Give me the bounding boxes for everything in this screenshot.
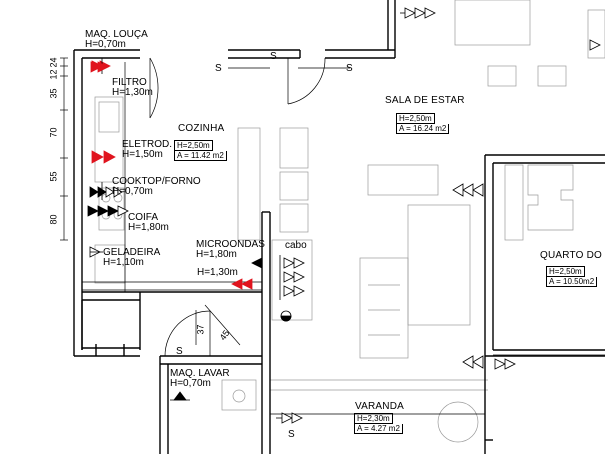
room-name-quarto: QUARTO DO I <box>540 250 605 261</box>
bedroom-decor <box>527 164 574 231</box>
outlet-bedroom <box>494 358 516 370</box>
label-cooktop: COOKTOP/FORNO H=0,70m <box>112 176 201 197</box>
room-height-varanda: H=2,30m <box>354 413 393 424</box>
outlet-varanda <box>276 412 303 424</box>
kitchen-island <box>237 127 261 241</box>
outlet-maq-lavar <box>170 391 190 401</box>
label-coifa: COIFA H=1,80m <box>128 212 169 233</box>
room-area-quarto: A = 10.50m2 <box>546 277 598 287</box>
dining-table <box>454 0 531 46</box>
outlet-red-130 <box>231 278 253 290</box>
door-swing <box>287 57 326 105</box>
label-maq-louca: MAQ. LOUÇA H=0,70m <box>85 29 148 50</box>
bar-stool <box>279 203 309 233</box>
label-height-130: H=1,30m <box>197 267 238 278</box>
door-swing <box>164 310 211 357</box>
door-swing <box>149 57 159 119</box>
outlet-microondas <box>251 252 263 273</box>
switch-symbol: S <box>176 346 183 357</box>
outlet-bedroom-right <box>589 39 601 51</box>
outlet-sala-lower <box>462 355 484 369</box>
dimension-12: 12 <box>48 69 59 80</box>
outlet-eletrod <box>91 150 116 164</box>
switch-symbol: S <box>270 51 277 62</box>
coffee-table <box>359 257 409 359</box>
switch-symbol: S <box>346 63 353 74</box>
dimension-37: 37 <box>195 324 206 335</box>
room-name-varanda: VARANDA <box>355 401 405 412</box>
dimension-55: 55 <box>48 171 59 182</box>
room-area-cozinha: A = 11.42 m2 <box>174 151 227 161</box>
switch-symbol: S <box>215 63 222 74</box>
tv-unit <box>367 164 439 196</box>
room-height-quarto: H=2,50m <box>546 266 585 277</box>
balcony-table <box>437 401 479 443</box>
label-maq-lavar: MAQ. LAVAR H=0,70m <box>170 368 230 389</box>
laundry-drain <box>232 389 246 403</box>
room-height-sala: H=2,50m <box>396 113 435 124</box>
sink <box>98 101 120 133</box>
thin-lines <box>60 57 605 415</box>
dining-chair <box>487 65 517 87</box>
dimension-70: 70 <box>48 127 59 138</box>
dining-chair <box>537 65 567 87</box>
dimension-80: 80 <box>48 214 59 225</box>
room-name-sala: SALA DE ESTAR <box>385 95 465 106</box>
outlet-sala-right <box>452 183 484 197</box>
room-area-sala: A = 16.24 m2 <box>396 124 450 134</box>
kitchen-counter <box>94 96 124 183</box>
sideboard <box>587 9 605 59</box>
counter-block <box>271 239 313 321</box>
outlet-symbols <box>87 7 601 424</box>
room-name-cozinha: COZINHA <box>178 123 225 134</box>
label-eletrod: ELETROD. H=1,50m <box>122 139 173 160</box>
furniture-layer <box>94 0 605 443</box>
dimension-line <box>204 304 241 346</box>
laundry-sink <box>221 379 257 411</box>
outlet-cooktop <box>89 182 123 200</box>
bar-stool <box>279 171 309 201</box>
label-geladeira: GELADEIRA H=1,10m <box>103 247 161 268</box>
outlet-filtro <box>90 61 109 73</box>
switch-symbol: S <box>288 429 295 440</box>
label-microondas: MICROONDAS H=1,80m <box>196 239 265 260</box>
outlet-cabo-group <box>279 255 305 300</box>
label-filtro: FILTRO H=1,30m <box>112 77 153 98</box>
label-cabo: cabo <box>285 240 307 251</box>
dimension-24: 24 <box>48 57 59 68</box>
room-height-cozinha: H=2,50m <box>174 140 213 151</box>
outlet-coifa <box>87 205 129 217</box>
walls-layer <box>73 0 605 454</box>
bedroom-wardrobe <box>504 164 524 241</box>
bar-stool <box>279 127 309 169</box>
dimension-35: 35 <box>48 88 59 99</box>
outlet-sala-top <box>400 7 436 19</box>
room-area-varanda: A = 4.27 m2 <box>354 424 403 434</box>
outlet-geladeira <box>89 246 103 258</box>
outlet-half <box>280 310 292 322</box>
dimension-45: 45 <box>217 328 232 343</box>
